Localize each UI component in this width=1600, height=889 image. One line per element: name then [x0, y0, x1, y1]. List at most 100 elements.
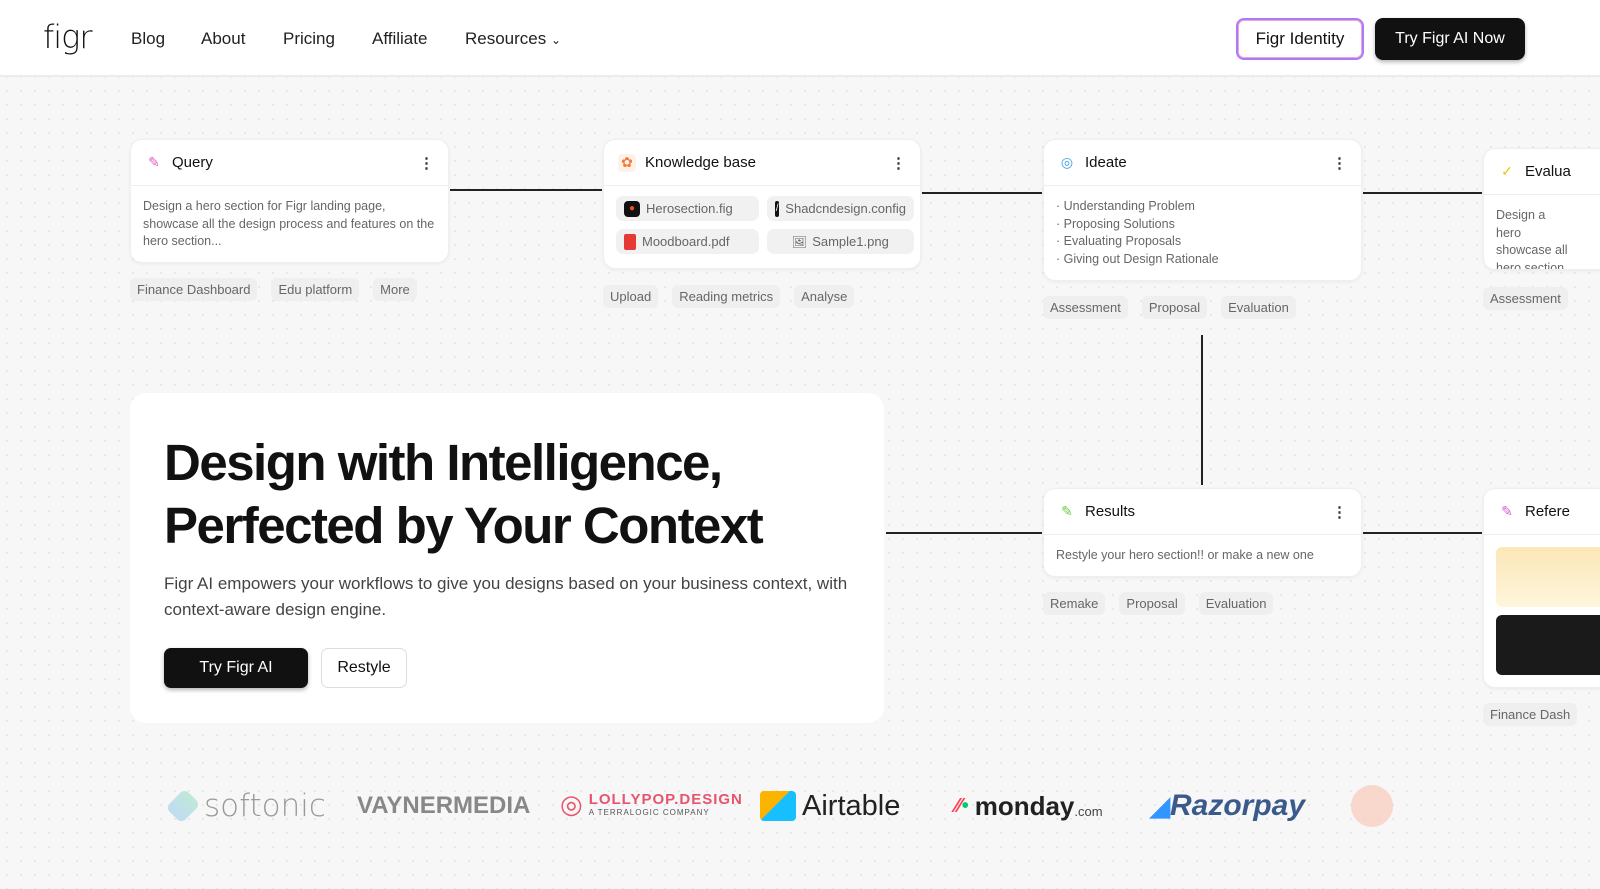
node-title: Evalua	[1525, 163, 1571, 180]
chip[interactable]: Proposal	[1119, 592, 1185, 615]
top-nav: figr Blog About Pricing Affiliate Resour…	[0, 0, 1600, 77]
file-chip[interactable]: Moodboard.pdf	[616, 229, 759, 254]
brand-name: softonic	[204, 788, 326, 824]
hero-title-line: Design with Intelligence,	[164, 434, 723, 491]
partial-brand-logo	[1351, 785, 1393, 827]
brand-icon	[1351, 785, 1393, 827]
list-item: · Evaluating Proposals	[1056, 234, 1182, 248]
nav-resources-label: Resources	[465, 29, 547, 48]
node-title: Results	[1085, 503, 1136, 520]
edit-icon: ✎	[148, 154, 160, 170]
connector	[1363, 532, 1482, 534]
chip[interactable]: Finance Dashboard	[130, 278, 258, 301]
file-chip[interactable]: /Shadcndesign.config	[767, 196, 914, 221]
connector	[922, 192, 1042, 194]
file-chip[interactable]: 🖼 Sample1.png	[767, 229, 914, 254]
node-title: Refere	[1525, 503, 1571, 520]
file-name: Sample1.png	[812, 234, 889, 249]
hero-card: Design with Intelligence, Perfected by Yo…	[130, 393, 884, 723]
figma-icon: ●	[624, 200, 640, 217]
chip[interactable]: Reading metrics	[672, 285, 781, 308]
nav-affiliate[interactable]: Affiliate	[372, 29, 428, 48]
more-options-icon[interactable]: ⋮	[1332, 503, 1347, 521]
target-icon: ◎	[1060, 154, 1074, 170]
file-name: Herosection.fig	[646, 201, 733, 216]
hero-title-line: Perfected by Your Context	[164, 497, 764, 554]
node-body: Design a hero showcase all hero section.	[1496, 208, 1568, 270]
brand-name: VAYNERMEDIA	[357, 792, 531, 819]
brain-icon: ✿	[618, 153, 636, 172]
connector	[1363, 192, 1482, 194]
node-title: Query	[172, 154, 213, 171]
brand-suffix: .com	[1074, 803, 1103, 819]
connector	[450, 189, 602, 191]
reference-thumbnail[interactable]	[1496, 615, 1600, 675]
item-text: Giving out Design Rationale	[1063, 251, 1219, 266]
chip[interactable]: Finance Dash	[1483, 703, 1578, 726]
airtable-icon	[760, 791, 796, 821]
softonic-icon	[165, 788, 201, 824]
brand-name: Airtable	[802, 789, 901, 822]
node-body: Restyle your hero section!! or make a ne…	[1056, 548, 1314, 562]
connector	[1201, 335, 1203, 485]
lollypop-icon: ◎	[560, 788, 583, 819]
brand-tagline: A TERRALOGIC COMPANY	[588, 808, 710, 817]
check-circle-icon: ✓	[1501, 163, 1513, 179]
chip[interactable]: More	[373, 278, 417, 301]
chip[interactable]: Proposal	[1141, 296, 1208, 319]
node-title: Knowledge base	[645, 154, 756, 171]
hero-subtitle: Figr AI empowers your workflows to give …	[164, 574, 848, 619]
image-file-icon: 🖼	[791, 234, 807, 249]
nav-pricing[interactable]: Pricing	[283, 29, 335, 48]
monday-icon: ⁄⁄•	[955, 794, 969, 817]
figr-identity-button[interactable]: Figr Identity	[1236, 18, 1364, 60]
nav-resources[interactable]: Resources ⌄	[465, 29, 561, 49]
more-options-icon[interactable]: ⋮	[419, 154, 434, 172]
evaluate-node[interactable]: ✓ Evalua Design a hero showcase all hero …	[1483, 148, 1600, 270]
try-figr-ai-button[interactable]: Try Figr AI	[164, 648, 308, 688]
list-item: · Giving out Design Rationale	[1056, 251, 1219, 266]
razorpay-logo: ◢Razorpay	[1150, 788, 1305, 824]
figr-logo[interactable]: figr	[43, 18, 93, 56]
chip[interactable]: Evaluation	[1198, 592, 1274, 615]
edit-icon: ✎	[1501, 503, 1513, 519]
shadcn-icon: /	[775, 200, 780, 217]
results-node[interactable]: ✎ Results ⋮ Restyle your hero section!! or…	[1043, 488, 1362, 577]
chip[interactable]: Evaluation	[1221, 296, 1296, 319]
file-name: Moodboard.pdf	[642, 234, 730, 249]
monday-logo: ⁄⁄• monday.com	[955, 788, 1103, 824]
chip[interactable]: Upload	[603, 285, 659, 308]
edit-icon: ✎	[1061, 503, 1073, 519]
brand-name: LOLLYPOP.DESIGN	[588, 791, 743, 808]
node-title: Ideate	[1085, 154, 1127, 171]
list-item: · Understanding Problem	[1056, 199, 1195, 213]
ideate-node[interactable]: ◎Ideate⋮ · Understanding Problem · Propo…	[1043, 139, 1362, 281]
chip[interactable]: Remake	[1043, 592, 1106, 615]
nav-about[interactable]: About	[201, 29, 246, 48]
vaynermedia-logo: VAYNERMEDIA	[357, 788, 530, 824]
reference-node[interactable]: ✎ Refere	[1483, 488, 1600, 688]
chip[interactable]: Edu platform	[271, 278, 360, 301]
try-figr-ai-now-button[interactable]: Try Figr AI Now	[1375, 18, 1525, 60]
item-text: Understanding Problem	[1063, 199, 1195, 213]
brand-name: monday	[974, 790, 1075, 821]
file-chip[interactable]: ● Herosection.fig	[616, 196, 759, 221]
more-options-icon[interactable]: ⋮	[1332, 154, 1347, 172]
chip[interactable]: Assessment	[1483, 287, 1568, 310]
more-options-icon[interactable]: ⋮	[891, 154, 906, 172]
restyle-button[interactable]: Restyle	[321, 648, 407, 688]
connector	[886, 532, 1042, 534]
nav-blog[interactable]: Blog	[131, 29, 166, 48]
pdf-icon	[624, 233, 636, 250]
hero-title: Design with Intelligence, Perfected by Yo…	[164, 431, 764, 557]
query-node[interactable]: ✎Query⋮ Design a hero section for Figr l…	[130, 139, 449, 263]
reference-thumbnail[interactable]	[1496, 547, 1600, 607]
chevron-down-icon: ⌄	[551, 33, 562, 47]
airtable-logo: Airtable	[760, 788, 900, 824]
chip[interactable]: Assessment	[1043, 296, 1128, 319]
chip[interactable]: Analyse	[794, 285, 855, 308]
razorpay-icon: ◢	[1150, 790, 1170, 821]
softonic-logo: softonic	[165, 788, 326, 824]
knowledge-base-node[interactable]: ✿ Knowledge base ⋮ ● Herosection.fig /Shadc…	[603, 139, 921, 269]
